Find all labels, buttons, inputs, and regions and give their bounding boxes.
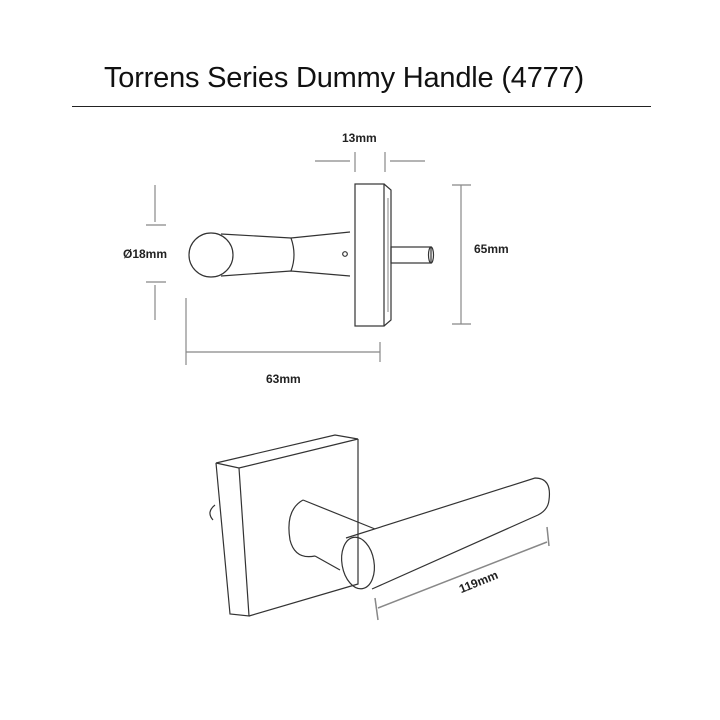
title-underline [72, 106, 651, 107]
dimension-projection: 63mm [266, 372, 301, 386]
dimension-rose-height: 65mm [474, 242, 509, 256]
dimension-rose-thickness: 13mm [342, 131, 377, 145]
dimension-handle-diameter: Ø18mm [123, 247, 168, 261]
diagram-title: Torrens Series Dummy Handle (4777) [104, 62, 584, 94]
perspective-view-drawing [209, 434, 551, 617]
handle-end-circle [188, 232, 234, 278]
